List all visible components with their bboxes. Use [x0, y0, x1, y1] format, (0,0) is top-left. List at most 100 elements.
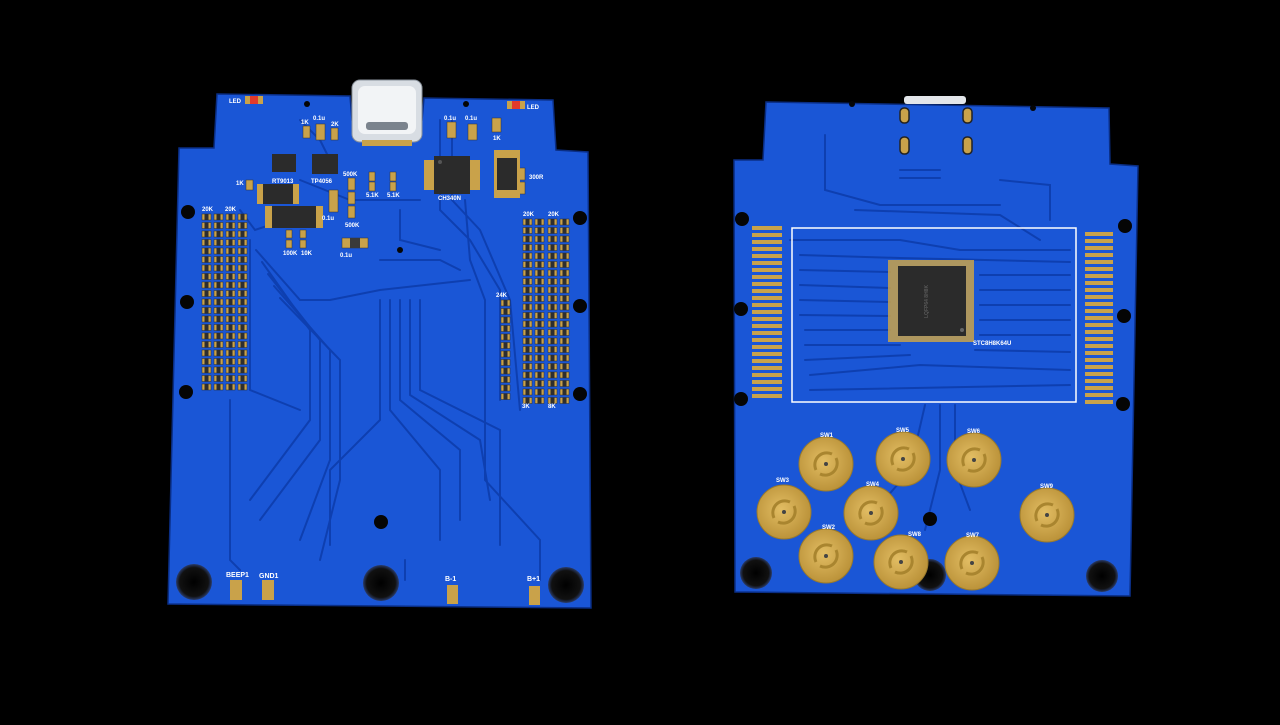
- touch-button-sw3[interactable]: [756, 484, 812, 540]
- usb-footprint: [899, 96, 973, 155]
- edge-pads-right: [1085, 232, 1113, 404]
- label-r-2k: 2K: [331, 122, 339, 128]
- edge-pad: [1085, 365, 1113, 369]
- label-r-1k-right: 1K: [493, 136, 501, 142]
- edge-pad: [752, 289, 782, 293]
- back-mounting-holes: [734, 101, 1132, 592]
- edge-pad: [752, 345, 782, 349]
- display-outline: [791, 227, 1077, 403]
- edge-pad: [752, 226, 782, 230]
- resistor-array-left-1: [201, 213, 224, 391]
- mcu-chip: LQFP64 8H8K: [888, 260, 974, 342]
- label-r-5-1k-b: 5.1K: [387, 193, 400, 199]
- edge-pad: [1085, 274, 1113, 278]
- label-sw5: SW5: [896, 428, 910, 434]
- back-board[interactable]: LQFP64 8H8K STC8H8K64U SW1 SW2 SW3 SW4 S…: [733, 96, 1139, 597]
- edge-pad: [752, 240, 782, 244]
- ic-rt9013: [272, 154, 296, 172]
- pad-gnd[interactable]: [262, 580, 274, 600]
- label-sw9: SW9: [1040, 484, 1054, 490]
- edge-pad: [1085, 309, 1113, 313]
- resistor-array-right-3: [500, 299, 511, 400]
- touch-button-sw8[interactable]: [873, 534, 929, 590]
- pad-bminus[interactable]: [447, 585, 458, 604]
- edge-pads-left: [752, 226, 782, 398]
- label-pad-bplus: B+1: [527, 576, 540, 583]
- edge-pad: [1085, 358, 1113, 362]
- label-sw7: SW7: [966, 533, 980, 539]
- ic-sot-300r: [494, 150, 520, 198]
- edge-pad: [1085, 330, 1113, 334]
- edge-pad: [752, 317, 782, 321]
- edge-pad: [752, 373, 782, 377]
- led-right: [507, 101, 525, 109]
- edge-pad: [752, 275, 782, 279]
- label-sw8: SW8: [908, 532, 922, 538]
- label-r-20k-4: 20K: [548, 212, 560, 218]
- mcu-marking: LQFP64 8H8K: [924, 285, 930, 318]
- touch-button-sw4[interactable]: [843, 485, 899, 541]
- edge-pad: [1085, 295, 1113, 299]
- edge-pad: [1085, 267, 1113, 271]
- label-r-24k: 24K: [496, 293, 508, 299]
- label-r-20k-1: 20K: [202, 207, 214, 213]
- ic-diode-1: [257, 184, 299, 204]
- edge-pad: [752, 331, 782, 335]
- edge-pad: [1085, 316, 1113, 320]
- label-r-1k-left: 1K: [236, 181, 244, 187]
- label-c-01u-b: 0.1u: [444, 116, 456, 122]
- edge-pad: [752, 268, 782, 272]
- edge-pad: [752, 282, 782, 286]
- label-ic-rt9013: RT9013: [272, 179, 294, 185]
- touch-button-sw9[interactable]: [1019, 487, 1075, 543]
- touch-buttons[interactable]: [756, 431, 1075, 591]
- label-r-10k: 10K: [301, 251, 313, 257]
- edge-pad: [1085, 379, 1113, 383]
- edge-pad: [1085, 302, 1113, 306]
- label-sw6: SW6: [967, 429, 981, 435]
- label-pad-gnd: GND1: [259, 573, 279, 580]
- usb-c-connector[interactable]: [351, 79, 423, 146]
- label-ic-ch340n: CH340N: [438, 196, 461, 202]
- front-board[interactable]: LED LED: [167, 79, 592, 609]
- resistor-array-left-2: [225, 213, 248, 391]
- edge-pad: [752, 303, 782, 307]
- edge-pad: [752, 254, 782, 258]
- pad-bplus[interactable]: [529, 586, 540, 605]
- edge-pad: [752, 233, 782, 237]
- edge-pad: [752, 380, 782, 384]
- label-sw2: SW2: [822, 525, 836, 531]
- touch-button-sw1[interactable]: [798, 436, 854, 492]
- label-r-20k-2: 20K: [225, 207, 237, 213]
- label-c-01u-a: 0.1u: [313, 116, 325, 122]
- label-pad-bminus: B-1: [445, 576, 456, 583]
- ic-diode-2: [265, 206, 323, 228]
- label-c-01u-d: 0.1u: [322, 216, 334, 222]
- edge-pad: [752, 338, 782, 342]
- edge-pad: [752, 296, 782, 300]
- label-r-20k-3: 20K: [523, 212, 535, 218]
- touch-button-sw6[interactable]: [946, 432, 1002, 488]
- edge-pad: [1085, 281, 1113, 285]
- edge-pad: [752, 359, 782, 363]
- touch-button-sw5[interactable]: [875, 431, 931, 487]
- ic-ch340n: [424, 156, 480, 194]
- label-r-100k: 100K: [283, 251, 298, 257]
- edge-pad: [752, 387, 782, 391]
- edge-pad: [752, 247, 782, 251]
- label-r-500k-a: 500K: [343, 172, 358, 178]
- label-r-5-1k-a: 5.1K: [366, 193, 379, 199]
- edge-pad: [752, 324, 782, 328]
- edge-pad: [1085, 253, 1113, 257]
- label-r-3k: 3K: [522, 404, 530, 410]
- touch-button-sw2[interactable]: [798, 528, 854, 584]
- edge-pad: [1085, 351, 1113, 355]
- touch-button-sw7[interactable]: [944, 535, 1000, 591]
- pad-beep[interactable]: [230, 580, 242, 600]
- edge-pad: [1085, 232, 1113, 236]
- edge-pad: [1085, 239, 1113, 243]
- label-ic-tp4056: TP4056: [311, 179, 333, 185]
- resistor-array-right-2: [547, 218, 570, 404]
